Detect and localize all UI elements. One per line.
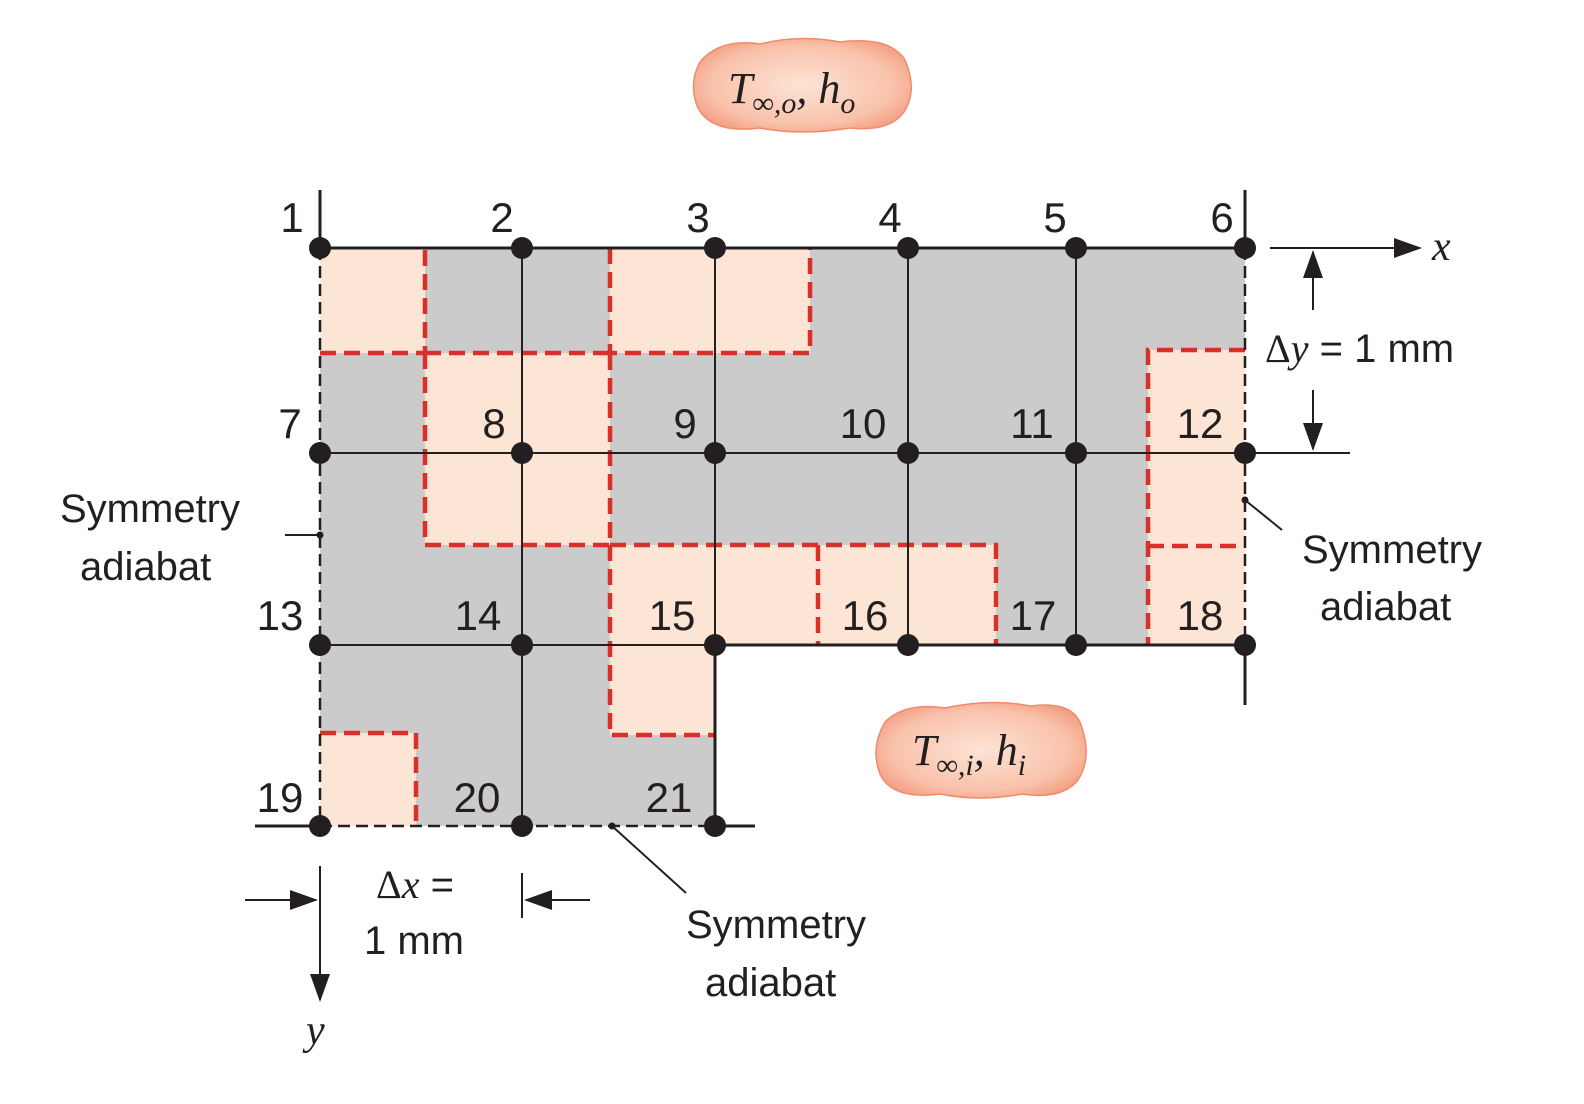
node-20 <box>511 815 533 837</box>
node-label-9: 9 <box>673 400 696 447</box>
node-12 <box>1234 442 1256 464</box>
node-label-6: 6 <box>1210 194 1233 241</box>
node-8 <box>511 442 533 464</box>
node-label-18: 18 <box>1177 592 1224 639</box>
node-5 <box>1065 237 1087 259</box>
svg-text:adiabat: adiabat <box>705 961 836 1005</box>
node-18 <box>1234 634 1256 656</box>
svg-text:T∞,o, ho: T∞,o, ho <box>728 64 855 120</box>
node-label-10: 10 <box>840 400 887 447</box>
node-label-13: 13 <box>257 592 304 639</box>
node-4 <box>897 237 919 259</box>
node-label-7: 7 <box>278 400 301 447</box>
node-9 <box>704 442 726 464</box>
node-label-5: 5 <box>1043 194 1066 241</box>
node-label-21: 21 <box>646 774 693 821</box>
outer-fluid-label: T∞,o, ho <box>692 37 912 133</box>
symmetry-label-left: Symmetry adiabat <box>60 487 324 589</box>
node-11 <box>1065 442 1087 464</box>
svg-text:1 mm: 1 mm <box>364 919 464 963</box>
node-7 <box>309 442 331 464</box>
node-6 <box>1234 237 1256 259</box>
svg-text:Symmetry: Symmetry <box>60 487 240 531</box>
node-10 <box>897 442 919 464</box>
node-17 <box>1065 634 1087 656</box>
node-label-1: 1 <box>280 194 303 241</box>
node-label-17: 17 <box>1010 592 1057 639</box>
node-1 <box>309 237 331 259</box>
node-label-15: 15 <box>649 592 696 639</box>
svg-text:Δx =: Δx = <box>376 862 454 907</box>
y-axis: y <box>302 866 330 1054</box>
node-label-3: 3 <box>686 194 709 241</box>
svg-text:Symmetry: Symmetry <box>686 903 866 947</box>
node-label-8: 8 <box>482 400 505 447</box>
delta-x-dimension: Δx = 1 mm <box>245 862 590 963</box>
svg-text:T∞,i, hi: T∞,i, hi <box>912 726 1026 782</box>
node-label-2: 2 <box>490 194 513 241</box>
x-axis: x <box>1270 224 1451 270</box>
node-label-19: 19 <box>257 774 304 821</box>
node-16 <box>897 634 919 656</box>
node-label-14: 14 <box>455 592 502 639</box>
delta-y-dimension: Δy = 1 mm <box>1265 250 1454 454</box>
node-label-16: 16 <box>842 592 889 639</box>
node-label-12: 12 <box>1177 400 1224 447</box>
node-2 <box>511 237 533 259</box>
node-label-4: 4 <box>878 194 901 241</box>
node-15 <box>704 634 726 656</box>
svg-text:adiabat: adiabat <box>1320 585 1451 629</box>
inner-fluid-label: T∞,i, hi <box>875 701 1087 799</box>
svg-text:Δy = 1 mm: Δy = 1 mm <box>1265 326 1454 371</box>
node-13 <box>309 634 331 656</box>
svg-text:Symmetry: Symmetry <box>1302 528 1482 572</box>
symmetry-label-bottom: Symmetry adiabat <box>608 822 866 1005</box>
node-19 <box>309 815 331 837</box>
nodes <box>309 237 1256 837</box>
control-volume-borders <box>320 248 1245 826</box>
node-3 <box>704 237 726 259</box>
node-label-11: 11 <box>1010 400 1054 447</box>
symmetry-label-right: Symmetry adiabat <box>1241 496 1482 629</box>
node-14 <box>511 634 533 656</box>
control-volumes <box>320 248 1245 826</box>
svg-text:adiabat: adiabat <box>80 545 211 589</box>
node-21 <box>704 815 726 837</box>
solid-boundaries <box>255 190 1247 828</box>
y-axis-label: y <box>302 1008 325 1054</box>
node-label-20: 20 <box>454 774 501 821</box>
x-axis-label: x <box>1431 224 1451 270</box>
